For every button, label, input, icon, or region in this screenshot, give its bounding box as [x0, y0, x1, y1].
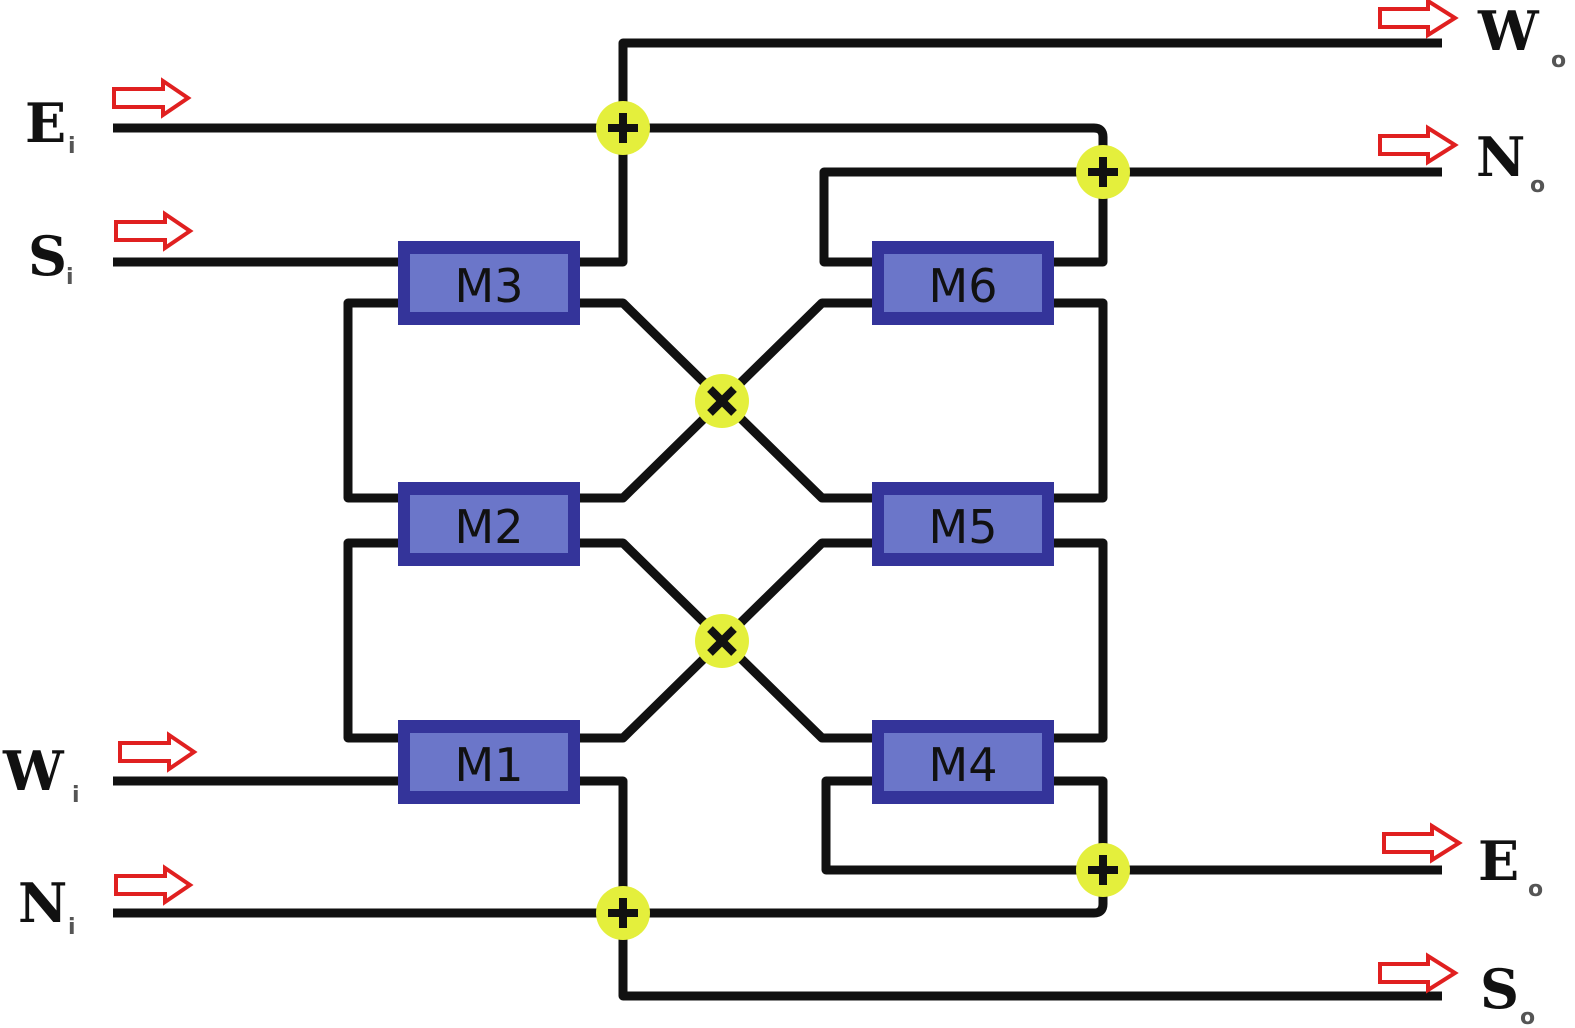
- module-label: M6: [929, 259, 998, 313]
- mult-lower: [695, 614, 749, 668]
- port-subscript: o: [1520, 1005, 1535, 1028]
- input-ports: E i S i W i N i: [2, 77, 198, 940]
- port-subscript: i: [68, 915, 76, 940]
- port-n-output: N o: [1378, 124, 1545, 198]
- port-subscript: o: [1530, 173, 1545, 198]
- wire-m5-m4-right: [1051, 538, 1108, 743]
- module-m4: M4: [872, 720, 1054, 804]
- port-letter: E: [25, 91, 66, 155]
- arrow-right-icon: [1378, 952, 1459, 994]
- wire-w-output: [618, 38, 1442, 128]
- module-inner: [410, 733, 568, 791]
- output-ports: W o N o E o S o: [1378, 0, 1566, 1028]
- module-m3: M3: [398, 241, 580, 325]
- module-m1: M1: [398, 720, 580, 804]
- wire-m6-m5-right: [1051, 298, 1108, 503]
- port-e-output: E o: [1382, 822, 1543, 902]
- arrow-right-icon: [118, 731, 198, 773]
- port-subscript: o: [1551, 48, 1566, 73]
- arrow-right-icon: [112, 77, 192, 119]
- adder-top-left: [596, 101, 650, 155]
- plus-icon: [1088, 157, 1118, 187]
- multiply-icon: [707, 626, 737, 656]
- wire-m6-loop: [819, 167, 1103, 267]
- port-subscript: i: [68, 134, 76, 159]
- wire-s-output: [618, 913, 1442, 1001]
- port-s-output: S o: [1378, 952, 1535, 1028]
- port-n-input: N i: [18, 864, 194, 940]
- port-letter: W: [2, 739, 65, 803]
- arrow-right-icon: [1378, 124, 1459, 166]
- port-letter: N: [1476, 125, 1525, 189]
- port-w-input: W i: [2, 731, 198, 808]
- port-letter: N: [18, 871, 67, 935]
- multiply-icon: [707, 386, 737, 416]
- arrow-right-icon: [1382, 822, 1463, 864]
- port-letter: W: [1477, 0, 1540, 63]
- operator-nodes: [596, 101, 1130, 940]
- module-m6: M6: [872, 241, 1054, 325]
- module-inner: [410, 495, 568, 553]
- mult-upper: [695, 374, 749, 428]
- adder-bottom-right: [1076, 843, 1130, 897]
- wire-m3-to-adder: [577, 128, 628, 267]
- modules: M3 M2 M1 M6 M5 M4: [398, 241, 1054, 804]
- plus-icon: [1088, 855, 1118, 885]
- arrow-right-icon: [1378, 0, 1459, 39]
- plus-icon: [608, 898, 638, 928]
- wire-e-input: [113, 123, 1108, 172]
- wire-m4-loop: [821, 776, 1103, 875]
- plus-icon: [608, 113, 638, 143]
- module-label: M5: [929, 500, 998, 554]
- wire-m1-to-adder: [577, 776, 628, 913]
- module-inner: [410, 254, 568, 312]
- wire-n-input: [113, 870, 1108, 918]
- module-label: M1: [455, 738, 524, 792]
- port-e-input: E i: [25, 77, 192, 159]
- module-m5: M5: [872, 482, 1054, 566]
- wire-m6-to-adder: [1051, 172, 1108, 267]
- adder-bottom-left: [596, 886, 650, 940]
- port-letter: E: [1478, 829, 1519, 893]
- wires: [113, 38, 1442, 1001]
- module-inner: [884, 495, 1042, 553]
- arrow-right-icon: [114, 864, 194, 906]
- module-inner: [884, 254, 1042, 312]
- port-letter: S: [1480, 957, 1519, 1021]
- arrow-right-icon: [114, 210, 194, 252]
- port-subscript: o: [1528, 877, 1543, 902]
- port-s-input: S i: [28, 210, 194, 290]
- adder-top-right: [1076, 145, 1130, 199]
- module-label: M4: [929, 738, 998, 792]
- port-subscript: i: [72, 783, 80, 808]
- wire-m3-m2-left: [343, 298, 402, 503]
- wire-m2-m1-left: [343, 538, 402, 743]
- module-label: M2: [455, 500, 524, 554]
- port-subscript: i: [66, 265, 74, 290]
- port-letter: S: [28, 224, 67, 288]
- module-m2: M2: [398, 482, 580, 566]
- module-label: M3: [455, 259, 524, 313]
- wire-m4-to-adder: [1051, 776, 1108, 870]
- module-inner: [884, 733, 1042, 791]
- port-w-output: W o: [1378, 0, 1566, 73]
